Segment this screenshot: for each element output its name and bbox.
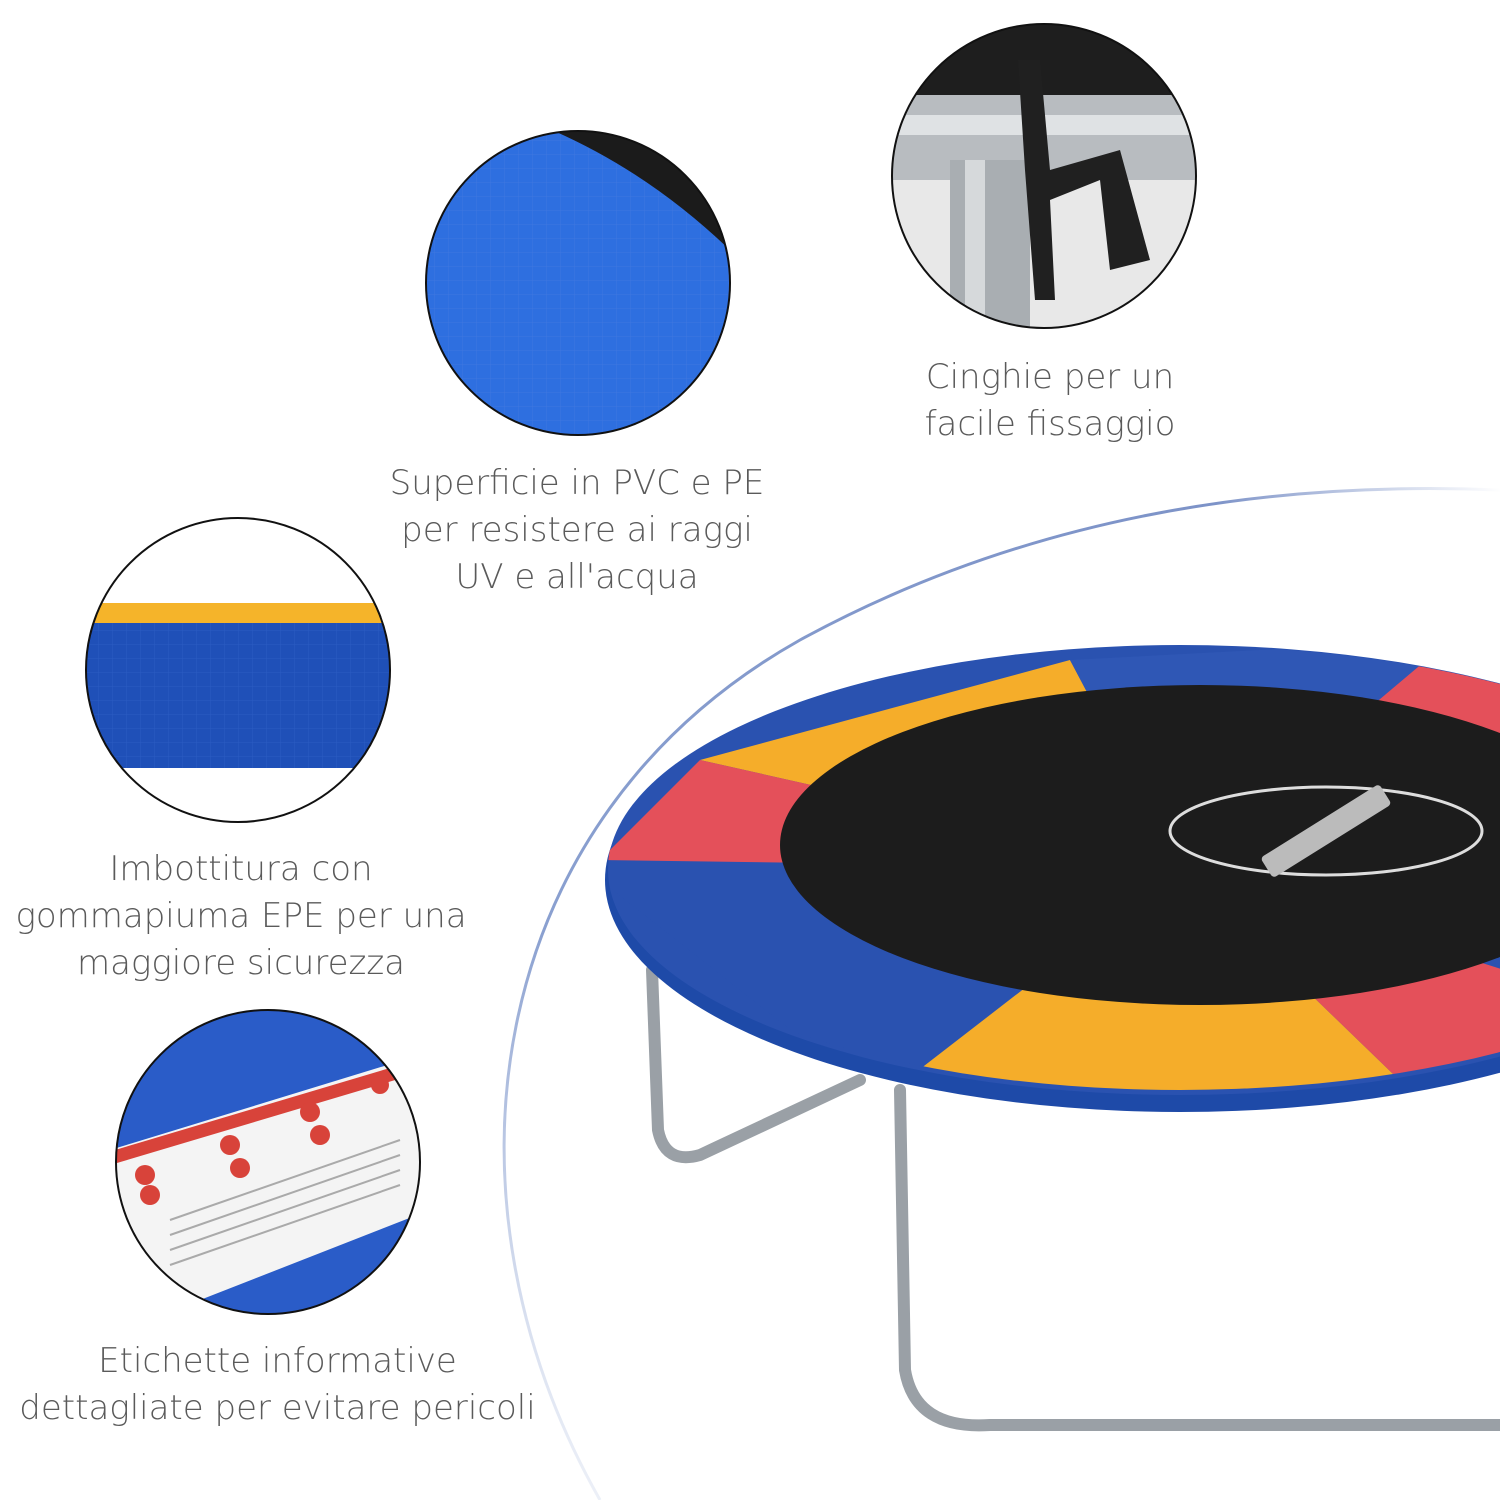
pvc-surface-photo — [426, 131, 730, 435]
padding-photo — [86, 518, 390, 822]
straps-photo — [892, 24, 1196, 328]
feature-caption-padding: Imbottitura con gommapiuma EPE per una m… — [15, 849, 467, 983]
trampoline-photo — [605, 645, 1500, 1432]
feature-caption-pvc: Superficie in PVC e PE per resistere ai … — [389, 463, 765, 597]
feature-caption-labels: Etichette informative dettagliate per ev… — [19, 1341, 536, 1428]
warning-label-photo — [116, 1010, 420, 1314]
trampoline-legs — [646, 964, 1500, 1432]
jumping-mat — [780, 685, 1500, 1005]
decorative-arc — [502, 487, 1500, 1500]
feature-caption-straps: Cinghie per un facile fissaggio — [924, 357, 1176, 444]
northwest-logo — [1261, 785, 1391, 877]
